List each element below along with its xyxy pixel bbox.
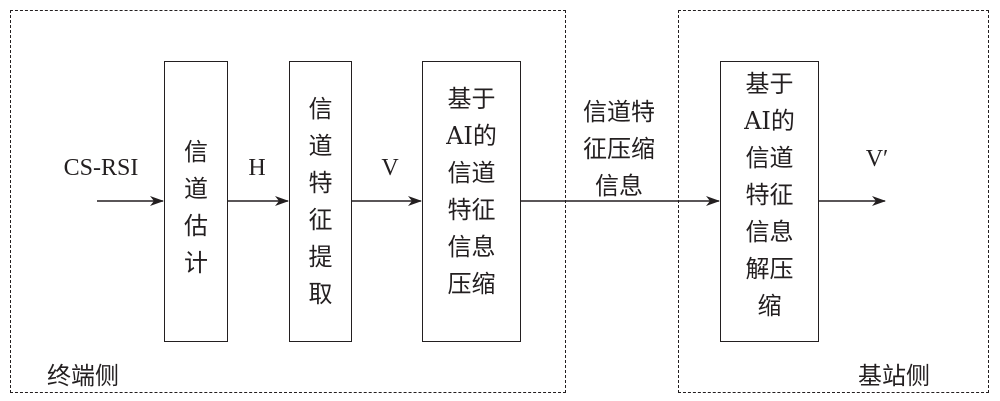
block-text: 提 bbox=[308, 242, 333, 271]
block-text: 道 bbox=[184, 174, 208, 203]
compressed-info-label: 信道特 征压缩 信息 bbox=[583, 94, 655, 205]
block-text: AI的 bbox=[744, 107, 795, 135]
block-text: 信息 bbox=[745, 218, 794, 246]
block-text: 特征 bbox=[447, 195, 496, 224]
block-text: AI的 bbox=[446, 121, 497, 150]
terminal-side-label: 终端侧 bbox=[47, 362, 119, 390]
base-station-side-label: 基站侧 bbox=[858, 362, 930, 390]
h-signal-label: H bbox=[248, 155, 266, 181]
input-signal-label: CS-RSI bbox=[63, 155, 139, 181]
block-text: 信 bbox=[184, 137, 208, 166]
block-text: 信 bbox=[308, 94, 333, 123]
block-text: 基于 bbox=[447, 84, 496, 113]
block-text: 解压 bbox=[745, 255, 794, 283]
label-line: 信道特 bbox=[583, 98, 655, 126]
block-text: 估 bbox=[184, 211, 208, 240]
block-text: 特 bbox=[308, 168, 333, 197]
ai-compression-block: 基于 AI的 信道 特征 信息 压缩 bbox=[422, 61, 521, 342]
block-text: 征 bbox=[308, 205, 333, 234]
block-text: 压缩 bbox=[447, 269, 496, 298]
feature-extraction-block: 信 道 特 征 提 取 bbox=[289, 61, 352, 342]
output-signal-label: V′ bbox=[865, 146, 889, 172]
block-text: 信道 bbox=[447, 158, 496, 187]
block-text: 道 bbox=[308, 131, 333, 160]
label-line: 信息 bbox=[595, 172, 643, 200]
block-text: 缩 bbox=[757, 292, 782, 320]
block-text: 信道 bbox=[745, 144, 794, 172]
ai-decompression-block: 基于 AI的 信道 特征 信息 解压 缩 bbox=[720, 61, 819, 342]
block-text: 计 bbox=[184, 248, 208, 277]
block-text: 取 bbox=[308, 279, 333, 308]
block-text: 特征 bbox=[745, 181, 794, 209]
channel-estimation-block: 信 道 估 计 bbox=[164, 61, 228, 342]
block-text: 信息 bbox=[447, 232, 496, 261]
label-line: 征压缩 bbox=[583, 135, 655, 163]
block-text: 基于 bbox=[745, 70, 794, 98]
v-signal-label: V bbox=[381, 155, 399, 181]
